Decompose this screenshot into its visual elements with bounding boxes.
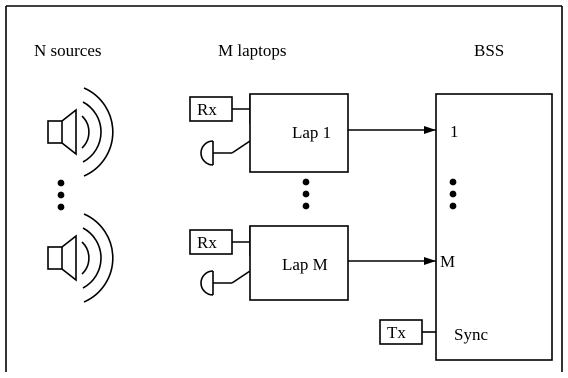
bss-sync-label: Sync xyxy=(454,325,488,344)
tx-label: Tx xyxy=(387,323,406,342)
rx-label: Rx xyxy=(197,100,217,119)
bss-input-m: M xyxy=(440,252,455,271)
bss-box xyxy=(435,93,553,361)
microphone-icon xyxy=(200,270,214,296)
ellipsis-vertical-icon xyxy=(302,178,310,210)
header-laptops: M laptops xyxy=(218,41,286,60)
header-sources: N sources xyxy=(34,41,102,60)
outer-frame xyxy=(5,5,563,372)
header-bss: BSS xyxy=(474,41,504,60)
laptop-name: Lap M xyxy=(282,255,328,274)
tx-block: Tx xyxy=(379,319,436,345)
bss-block: 1 M Sync xyxy=(435,93,553,361)
laptop-name: Lap 1 xyxy=(292,123,331,142)
ellipsis-vertical-icon xyxy=(449,178,457,210)
bss-input-1: 1 xyxy=(450,122,459,141)
ellipsis-vertical-icon xyxy=(57,179,65,211)
microphone-icon xyxy=(200,140,214,166)
laptop-1: Rx R L Lap 1 xyxy=(189,93,349,173)
speaker-icon xyxy=(47,87,114,177)
rx-box xyxy=(189,96,233,122)
laptop-m: Rx R L Lap M xyxy=(189,225,349,301)
rx-label: Rx xyxy=(197,233,217,252)
laptop-box xyxy=(249,93,349,173)
speaker-icon xyxy=(47,213,114,303)
laptop-box xyxy=(249,225,349,301)
